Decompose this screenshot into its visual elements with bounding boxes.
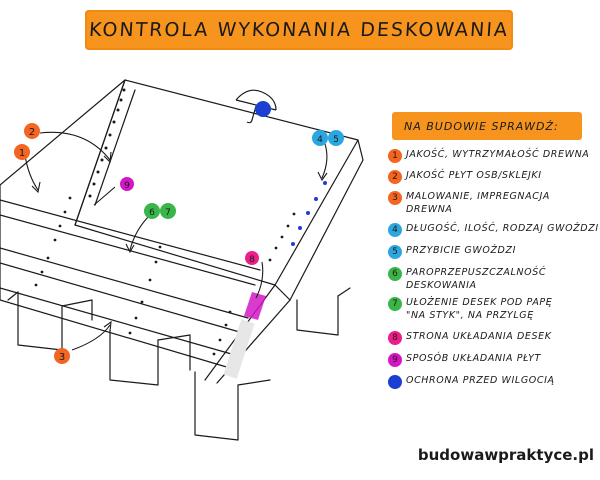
title-banner: KONTROLA WYKONANIA DESKOWANIA (85, 10, 513, 50)
marker-7-dot (160, 203, 176, 219)
marker-9-label: 9 (124, 181, 130, 191)
legend-dot-4: 4 (388, 223, 402, 237)
blue-nails (291, 181, 327, 246)
marker-3-dot (54, 348, 70, 364)
marker-6-dot (144, 203, 160, 219)
legend-item-10: OCHRONA PRZED WILGOCIĄ (388, 374, 555, 389)
legend-label-9: SPOSÓB UKŁADANIA PŁYT (406, 353, 541, 364)
legend-label-1: JAKOŚĆ, WYTRZYMAŁOŚĆ DREWNA (406, 149, 590, 160)
rafters (7, 287, 351, 441)
marker-2-dot (24, 123, 40, 139)
legend-label-7: UŁOŻENIE DESEK POD PAPĘ "NA STYK", NA PR… (406, 297, 553, 321)
legend-item-6: 6 PAROPRZEPUSZCZALNOŚĆ DESKOWANIA (388, 266, 546, 292)
marker-9: 9 (120, 177, 134, 191)
marker-3-label: 3 (59, 352, 65, 363)
marker-9-dot (120, 177, 134, 191)
legend-label-3: MALOWANIE, IMPREGNACJA DREWNA (406, 191, 550, 215)
site-watermark: budowawpraktyce.pl (417, 446, 594, 464)
marker-6-label: 6 (149, 208, 155, 218)
moisture-marker (255, 101, 271, 117)
marker-1: 1 (14, 144, 30, 160)
marker-8: 8 (245, 251, 259, 265)
marker-1-label: 1 (19, 148, 25, 159)
legend-dot-2: 2 (388, 170, 402, 184)
legend-item-4: 4 DŁUGOŚĆ, ILOŚĆ, RODZAJ GWOŹDZI (388, 222, 599, 237)
marker-2-label: 2 (29, 127, 35, 138)
legend-dot-10 (388, 375, 402, 389)
legend-label-6: PAROPRZEPUSZCZALNOŚĆ DESKOWANIA (406, 267, 547, 291)
legend-item-9: 9 SPOSÓB UKŁADANIA PŁYT (388, 352, 541, 367)
marker-6-7: 6 7 (144, 203, 176, 219)
legend-label-4: DŁUGOŚĆ, ILOŚĆ, RODZAJ GWOŹDZI (406, 223, 599, 234)
legend-label-5: PRZYBICIE GWOŹDZI (406, 245, 516, 256)
marker-4-dot (312, 130, 328, 146)
legend-item-1: 1 JAKOŚĆ, WYTRZYMAŁOŚĆ DREWNA (388, 148, 589, 163)
legend-dot-5: 5 (388, 245, 402, 259)
marker-7-label: 7 (165, 208, 171, 218)
legend-item-2: 2 JAKOŚĆ PŁYT OSB/SKLEJKI (388, 169, 542, 184)
marker-4-label: 4 (317, 135, 323, 145)
nail-dots (34, 88, 296, 356)
legend-label-2: JAKOŚĆ PŁYT OSB/SKLEJKI (406, 170, 542, 181)
legend-dot-8: 8 (388, 331, 402, 345)
marker-8-label: 8 (249, 255, 255, 265)
legend-label-10: OCHRONA PRZED WILGOCIĄ (406, 375, 555, 386)
marker-5-dot (328, 130, 344, 146)
marker-5-label: 5 (333, 135, 339, 145)
legend-dot-9: 9 (388, 353, 402, 367)
legend-item-3: 3 MALOWANIE, IMPREGNACJA DREWNA (388, 190, 550, 216)
legend-header: NA BUDOWIE SPRAWDŹ: (392, 112, 582, 140)
board-side-highlight (244, 292, 266, 320)
marker-8-dot (245, 251, 259, 265)
legend-item-7: 7 UŁOŻENIE DESEK POD PAPĘ "NA STYK", NA … (388, 296, 552, 322)
legend-dot-6: 6 (388, 267, 402, 281)
legend-dot-3: 3 (388, 191, 402, 205)
legend-dot-1: 1 (388, 149, 402, 163)
marker-1-dot (14, 144, 30, 160)
pointer-arrows (24, 131, 328, 351)
marker-3: 3 (54, 348, 70, 364)
legend-item-8: 8 STRONA UKŁADANIA DESEK (388, 330, 552, 345)
legend-label-8: STRONA UKŁADANIA DESEK (406, 331, 552, 342)
legend-item-5: 5 PRZYBICIE GWOŹDZI (388, 244, 516, 259)
marker-2: 2 (24, 123, 40, 139)
legend-dot-7: 7 (388, 297, 402, 311)
marker-4-5: 4 5 (312, 130, 344, 146)
